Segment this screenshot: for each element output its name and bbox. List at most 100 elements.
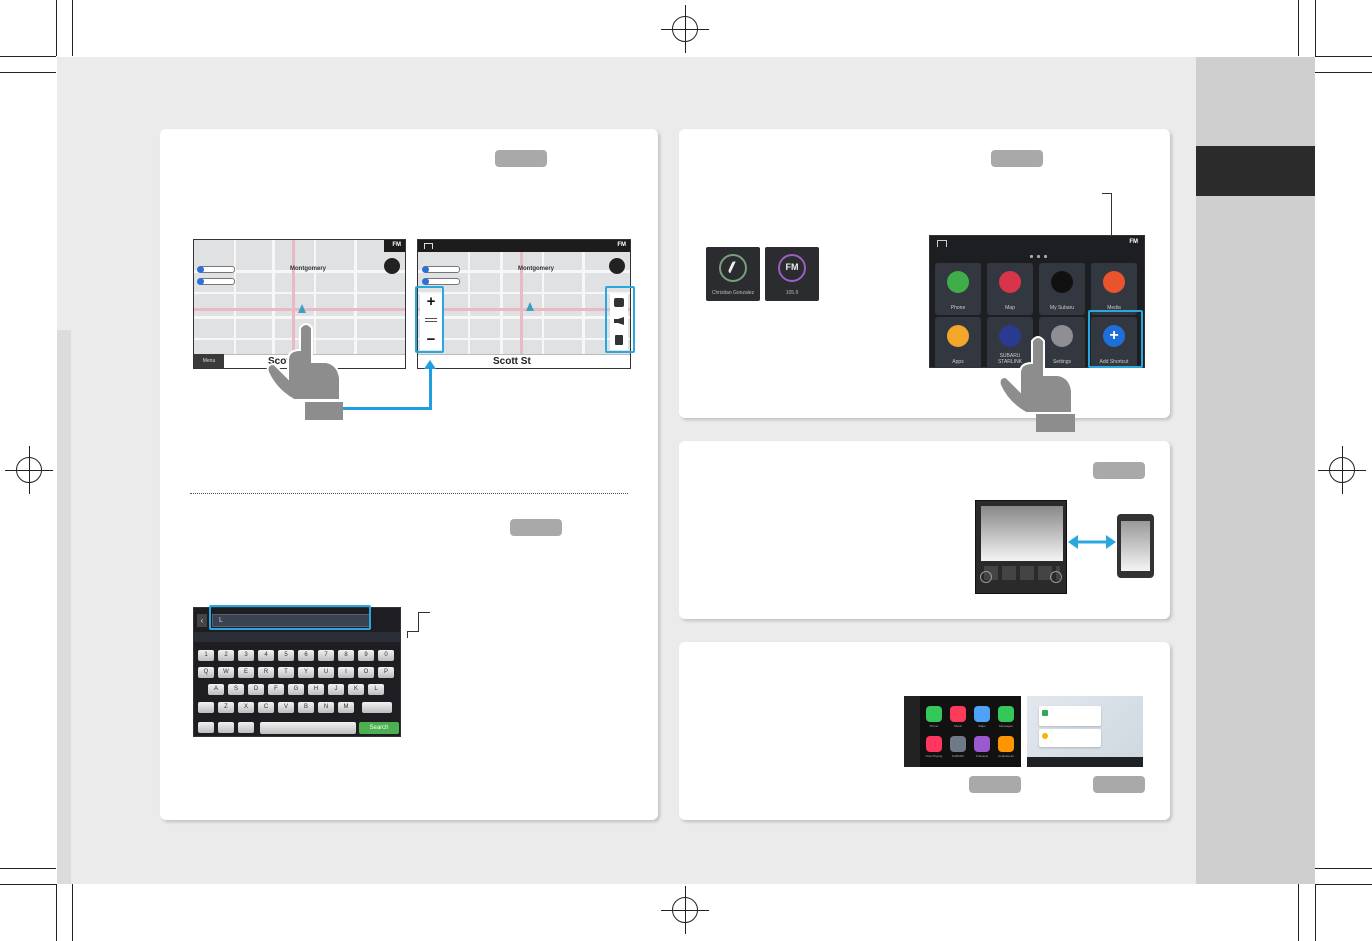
settings-key[interactable] bbox=[238, 722, 254, 733]
highlight-add-shortcut bbox=[1088, 310, 1143, 368]
touch-hand-icon bbox=[266, 323, 341, 400]
key-n[interactable]: N bbox=[318, 702, 334, 713]
key-u[interactable]: U bbox=[318, 667, 334, 678]
home-tile-my-subaru[interactable]: My Subaru bbox=[1039, 263, 1085, 315]
backspace-key[interactable] bbox=[362, 702, 392, 713]
traffic-icon[interactable] bbox=[614, 298, 624, 307]
carplay-app-subaru[interactable] bbox=[950, 736, 966, 752]
search-key[interactable]: Search bbox=[359, 722, 399, 734]
home-tile-media[interactable]: Media bbox=[1091, 263, 1137, 315]
key-5[interactable]: 5 bbox=[278, 650, 294, 661]
key-j[interactable]: J bbox=[328, 684, 344, 695]
key-s[interactable]: S bbox=[228, 684, 244, 695]
shift-key[interactable] bbox=[198, 702, 214, 713]
key-4[interactable]: 4 bbox=[258, 650, 274, 661]
carplay-app-messages[interactable] bbox=[998, 706, 1014, 722]
key-v[interactable]: V bbox=[278, 702, 294, 713]
radio-band-label: FM bbox=[392, 242, 401, 248]
key-c[interactable]: C bbox=[258, 702, 274, 713]
key-8[interactable]: 8 bbox=[338, 650, 354, 661]
key-x[interactable]: X bbox=[238, 702, 254, 713]
key-6[interactable]: 6 bbox=[298, 650, 314, 661]
key-k[interactable]: K bbox=[348, 684, 364, 695]
key-w[interactable]: W bbox=[218, 667, 234, 678]
home-tile-apps[interactable]: Apps bbox=[935, 317, 981, 367]
key-0[interactable]: 0 bbox=[378, 650, 394, 661]
key-7[interactable]: 7 bbox=[318, 650, 334, 661]
key-f[interactable]: F bbox=[268, 684, 284, 695]
key-r[interactable]: R bbox=[258, 667, 274, 678]
home-tile-map[interactable]: Map bbox=[987, 263, 1033, 315]
key-d[interactable]: D bbox=[248, 684, 264, 695]
volume-knob[interactable] bbox=[980, 571, 992, 583]
callout-label bbox=[1036, 414, 1075, 432]
crop-mark bbox=[1315, 868, 1372, 869]
key-t[interactable]: T bbox=[278, 667, 294, 678]
route-chip[interactable] bbox=[197, 278, 235, 285]
connector-line bbox=[343, 407, 432, 410]
key-e[interactable]: E bbox=[238, 667, 254, 678]
home-tile-phone[interactable]: Phone bbox=[935, 263, 981, 315]
shortcut-tile-fm[interactable]: FM 105.9 bbox=[765, 247, 819, 301]
compass-icon[interactable] bbox=[384, 258, 400, 274]
key-q[interactable]: Q bbox=[198, 667, 214, 678]
carplay-app-now-playing[interactable] bbox=[926, 736, 942, 752]
home-tile-settings[interactable]: Settings bbox=[1039, 317, 1085, 367]
back-icon[interactable]: ‹ bbox=[197, 614, 207, 627]
key-l[interactable]: L bbox=[368, 684, 384, 695]
key-b[interactable]: B bbox=[298, 702, 314, 713]
key-g[interactable]: G bbox=[288, 684, 304, 695]
key-m[interactable]: M bbox=[338, 702, 354, 713]
symbols-key[interactable] bbox=[198, 722, 214, 733]
chapter-tab-active[interactable] bbox=[1196, 146, 1315, 196]
carplay-app-label: Maps bbox=[978, 724, 986, 728]
crop-mark bbox=[0, 56, 56, 57]
shortcut-tile-phone[interactable]: Christian Gonzalez bbox=[706, 247, 760, 301]
volume-icon[interactable] bbox=[614, 317, 624, 325]
carplay-app-music[interactable] bbox=[950, 706, 966, 722]
carplay-app-podcasts[interactable] bbox=[974, 736, 990, 752]
key-y[interactable]: Y bbox=[298, 667, 314, 678]
space-key[interactable] bbox=[260, 722, 356, 734]
key-i[interactable]: I bbox=[338, 667, 354, 678]
search-input[interactable]: L bbox=[212, 614, 370, 627]
crop-mark bbox=[1315, 884, 1316, 941]
home-icon[interactable] bbox=[424, 243, 433, 249]
carplay-app-audiobooks[interactable] bbox=[998, 736, 1014, 752]
language-key[interactable] bbox=[218, 722, 234, 733]
carplay-app-label: Phone bbox=[929, 724, 939, 728]
key-a[interactable]: A bbox=[208, 684, 224, 695]
key-z[interactable]: Z bbox=[218, 702, 234, 713]
key-3[interactable]: 3 bbox=[238, 650, 254, 661]
leader-line bbox=[1102, 193, 1112, 194]
crop-mark bbox=[72, 884, 73, 941]
aa-card-icon bbox=[1042, 733, 1048, 739]
home-tile-label: Phone bbox=[950, 305, 966, 311]
carplay-app-phone[interactable] bbox=[926, 706, 942, 722]
fm-icon: FM bbox=[785, 262, 799, 272]
aa-card-icon bbox=[1042, 710, 1048, 716]
home-icon[interactable] bbox=[937, 240, 947, 247]
compass-icon[interactable] bbox=[609, 258, 625, 274]
key-p[interactable]: P bbox=[378, 667, 394, 678]
menu-button[interactable]: Menu bbox=[194, 354, 224, 368]
shortcut-tile-label: 105.9 bbox=[785, 290, 799, 296]
key-o[interactable]: O bbox=[358, 667, 374, 678]
home-tile-add-shortcut[interactable]: +Add Shortcut bbox=[1091, 317, 1137, 367]
carplay-app-maps[interactable] bbox=[974, 706, 990, 722]
crop-mark bbox=[56, 0, 57, 56]
home-tile-subaru-starlink[interactable]: SUBARU STARLINK bbox=[987, 317, 1033, 367]
tune-knob[interactable] bbox=[1050, 571, 1062, 583]
route-chip[interactable] bbox=[422, 266, 460, 273]
zoom-in-button[interactable]: + bbox=[426, 293, 436, 310]
fuel-icon[interactable] bbox=[615, 335, 623, 345]
key-1[interactable]: 1 bbox=[198, 650, 214, 661]
key-h[interactable]: H bbox=[308, 684, 324, 695]
route-chip[interactable] bbox=[422, 278, 460, 285]
highlight-function-controls bbox=[605, 286, 635, 353]
zoom-out-button[interactable]: − bbox=[426, 331, 436, 348]
route-chip[interactable] bbox=[197, 266, 235, 273]
key-9[interactable]: 9 bbox=[358, 650, 374, 661]
key-2[interactable]: 2 bbox=[218, 650, 234, 661]
home-tile-label: SUBARU STARLINK bbox=[997, 353, 1023, 365]
